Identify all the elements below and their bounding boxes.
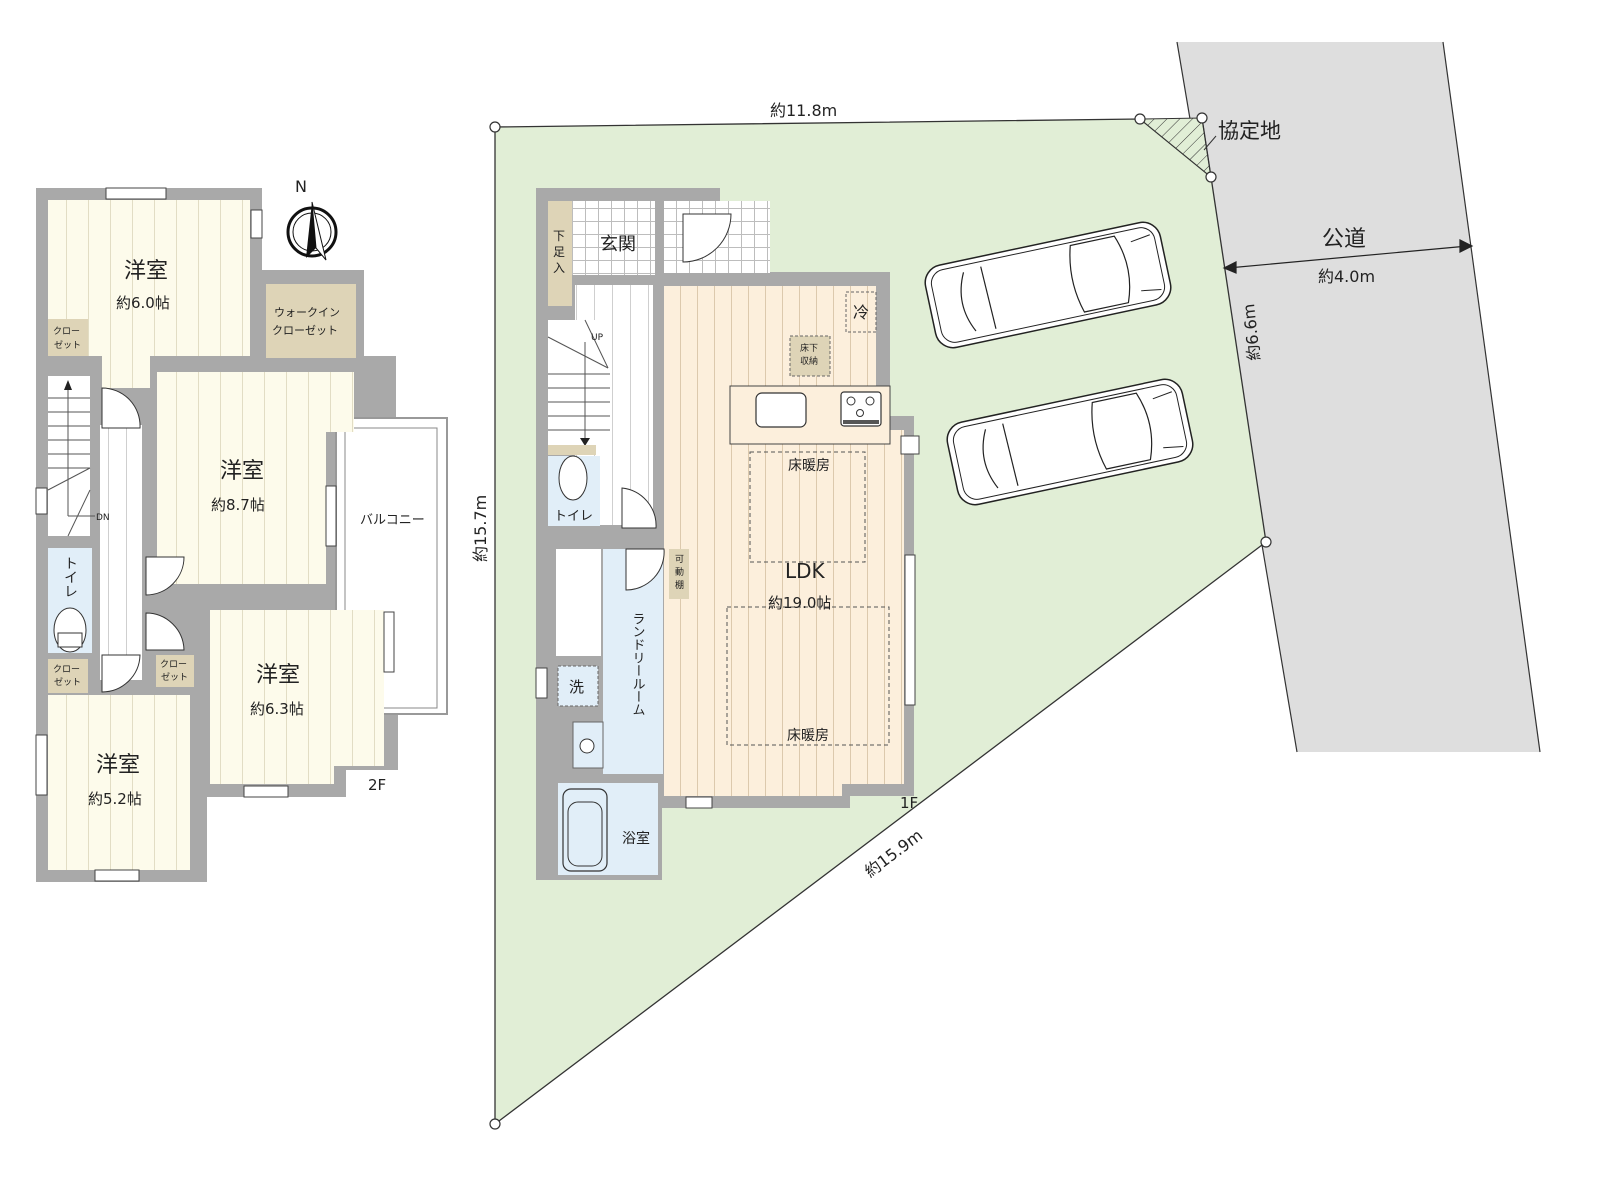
- washer-space: [557, 665, 599, 707]
- closet-label: ゼット: [54, 339, 81, 351]
- ldk-area: 約19.0帖: [768, 594, 831, 612]
- closet-b: [48, 659, 88, 693]
- road-width-arrow: [1222, 239, 1474, 274]
- room-name: 洋室: [124, 259, 168, 284]
- closet-label: クロー: [53, 664, 80, 675]
- adjustable-shelf-label: 可: [675, 554, 684, 565]
- shoe-closet-label: 足: [553, 245, 565, 259]
- north-arrow-icon: [286, 201, 338, 261]
- agreement-land-label: 協定地: [1218, 119, 1281, 143]
- floor-label-1f: 1F: [900, 794, 918, 812]
- ldk-floor: [664, 286, 904, 796]
- floor-heating-label: 床暖房: [788, 458, 830, 474]
- room-area: 約6.3帖: [250, 700, 304, 718]
- dim-north: 約11.8m: [770, 101, 837, 120]
- walk-in-closet-label: クローゼット: [272, 324, 338, 337]
- adjustable-shelf: [669, 549, 689, 599]
- stairs-up-label: UP: [591, 333, 604, 343]
- room-area: 約6.0帖: [116, 294, 170, 312]
- room-name: 洋室: [220, 459, 264, 484]
- floor-1f: [535, 188, 920, 880]
- room-western-8-7: [157, 372, 354, 584]
- shoe-closet-label: 下: [553, 229, 565, 243]
- adjustable-shelf-label: 棚: [675, 579, 684, 591]
- room-western-5-2: [48, 695, 190, 870]
- stairs-1f: [548, 320, 608, 446]
- closet-label: ゼット: [54, 676, 81, 688]
- closet-c: [156, 655, 194, 687]
- floor-heating-zone: [726, 606, 890, 746]
- closet-label: ゼット: [161, 671, 188, 683]
- dim-west: 約15.7m: [471, 495, 490, 562]
- room-western-6-3: [210, 610, 384, 784]
- road-label: 公道: [1322, 227, 1366, 252]
- closet-label: クロー: [53, 326, 80, 337]
- walk-in-closet-label: ウォークイン: [274, 306, 340, 319]
- balcony-label: バルコニー: [360, 513, 425, 528]
- stairs-2f: [48, 376, 90, 536]
- lot-corner-markers: [489, 112, 1272, 1130]
- floor-label-2f: 2F: [368, 776, 386, 794]
- washer-label: 洗: [569, 678, 584, 696]
- bath-label: 浴室: [622, 830, 650, 847]
- compass-label: N: [295, 177, 307, 196]
- room-area: 約8.7帖: [211, 496, 265, 514]
- room-area: 約5.2帖: [88, 790, 142, 808]
- floor-heating-label: 床暖房: [787, 728, 829, 744]
- fridge-space: [845, 291, 877, 333]
- road-width: 約4.0m: [1318, 267, 1375, 286]
- toilet-label: トイレ: [62, 556, 78, 598]
- floor-2f: [35, 187, 448, 882]
- hallway-2f: [100, 425, 142, 680]
- closet-a: [48, 319, 88, 356]
- entrance-label: 玄関: [600, 234, 636, 255]
- walk-in-closet: [266, 284, 356, 358]
- shoe-closet: [548, 201, 572, 306]
- public-road: [1177, 42, 1540, 752]
- car-icon: [946, 378, 1194, 506]
- stove-icon: [840, 391, 882, 427]
- entrance-tile: [572, 201, 655, 275]
- underfloor-storage: [789, 335, 831, 377]
- car-icon: [924, 221, 1172, 349]
- closet-label: クロー: [160, 659, 187, 670]
- adjustable-shelf-label: 動: [675, 567, 684, 578]
- toilet-label: トイレ: [554, 509, 593, 524]
- sink-icon: [755, 392, 807, 428]
- floor-heating-zone: [749, 451, 866, 563]
- laundry-room-label: ランドリールーム: [630, 612, 645, 716]
- ldk-label: LDK: [785, 559, 826, 583]
- fridge-label: 冷: [853, 303, 869, 322]
- underfloor-storage-label: 床下: [800, 342, 818, 354]
- underfloor-storage-label: 収納: [800, 355, 818, 367]
- room-name: 洋室: [96, 753, 140, 778]
- room-name: 洋室: [256, 663, 300, 688]
- shoe-closet-label: 入: [553, 261, 565, 275]
- stairs-dn-label: DN: [96, 513, 110, 523]
